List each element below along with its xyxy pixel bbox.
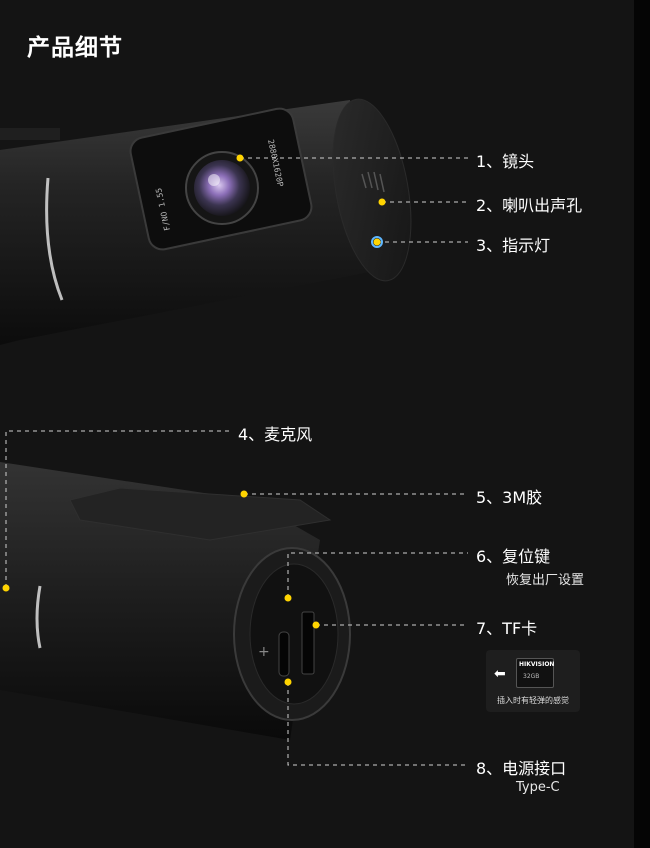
callout-dot-power <box>284 678 292 686</box>
callout-dot-lens <box>236 154 244 162</box>
callout-label-reset: 6、复位键 <box>476 547 551 566</box>
callout-label-mic: 4、麦克风 <box>238 425 313 444</box>
svg-text:+: + <box>258 644 270 660</box>
callout-sub-power: Type-C <box>516 780 560 795</box>
camera-top-view: F/NO 1.55 2880X1620P <box>0 98 412 345</box>
callout-sub-reset: 恢复出厂设置 <box>506 573 585 588</box>
camera-bottom-view: + <box>0 462 351 740</box>
callout-label-indicator: 3、指示灯 <box>476 236 551 255</box>
callout-dot-mic <box>2 584 10 592</box>
type-c-port-icon <box>278 631 290 677</box>
callout-dot-reset <box>284 594 292 602</box>
page-title: 产品细节 <box>27 35 123 61</box>
callout-dot-speaker <box>378 198 386 206</box>
leader-lines <box>5 157 468 766</box>
callout-dot-indicator <box>373 238 381 246</box>
indicator-light-icon <box>371 236 383 248</box>
tf-card-caption: 插入时有轻弹的感觉 <box>497 696 569 705</box>
sd-card-capacity: 32GB <box>523 673 540 680</box>
arrow-left-icon: ⬅ <box>494 666 506 682</box>
callout-label-lens: 1、镜头 <box>476 152 535 171</box>
callout-label-tf: 7、TF卡 <box>476 619 538 638</box>
callout-dot-tf <box>312 621 320 629</box>
tf-slot-icon <box>301 611 315 675</box>
tf-card-illustration: ⬅ HIKVISION 32GB 插入时有轻弹的感觉 <box>486 650 580 712</box>
sd-card-icon: HIKVISION 32GB <box>516 658 554 688</box>
sd-card-brand: HIKVISION <box>519 661 555 668</box>
callout-dots <box>2 154 386 686</box>
callout-label-speaker: 2、喇叭出声孔 <box>476 196 583 215</box>
right-edge-strip <box>634 0 650 848</box>
callout-label-power: 8、电源接口 <box>476 759 567 778</box>
callout-dot-3m <box>240 490 248 498</box>
callout-label-3m: 5、3M胶 <box>476 488 543 507</box>
